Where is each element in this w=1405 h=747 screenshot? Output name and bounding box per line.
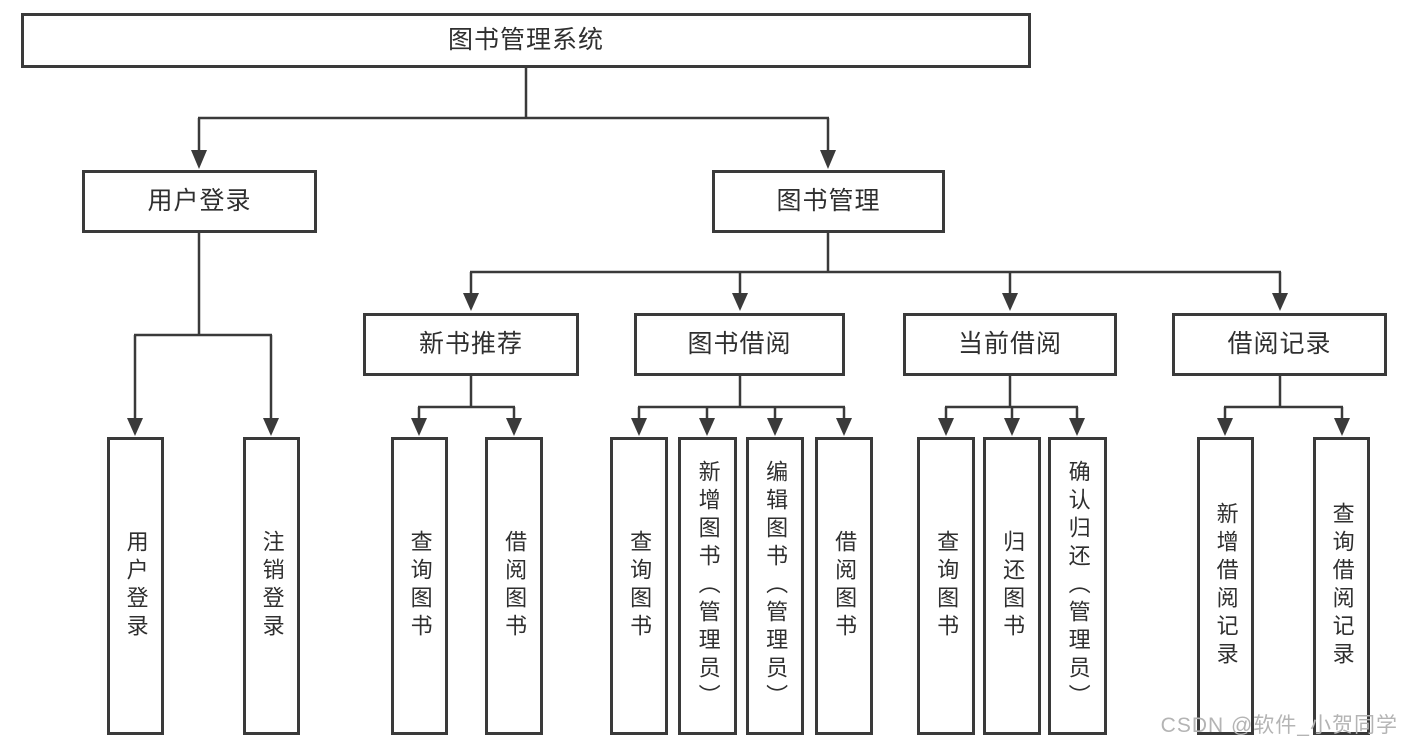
leaf-query-books-recommend: 查询图书 xyxy=(391,437,448,735)
leaf-return-books-label: 归还图书 xyxy=(1000,530,1026,642)
node-root-system: 图书管理系统 xyxy=(21,13,1031,68)
leaf-add-book-admin-label: 新增图书（管理员） xyxy=(695,460,721,712)
leaf-query-books-current-label: 查询图书 xyxy=(934,530,960,642)
node-book-management: 图书管理 xyxy=(712,170,945,233)
leaf-user-login-label: 用户登录 xyxy=(123,530,149,642)
leaf-borrow-books-recommend: 借阅图书 xyxy=(485,437,543,735)
leaf-add-book-admin: 新增图书（管理员） xyxy=(678,437,737,735)
leaf-borrow-books-label: 借阅图书 xyxy=(832,530,858,642)
leaf-edit-book-admin: 编辑图书（管理员） xyxy=(746,437,804,735)
leaf-return-books: 归还图书 xyxy=(983,437,1041,735)
leaf-logout-label: 注销登录 xyxy=(259,530,285,642)
node-user-login: 用户登录 xyxy=(82,170,317,233)
leaf-confirm-return-admin: 确认归还（管理员） xyxy=(1048,437,1107,735)
leaf-query-books-borrow: 查询图书 xyxy=(610,437,668,735)
leaf-borrow-books: 借阅图书 xyxy=(815,437,873,735)
leaf-confirm-return-admin-label: 确认归还（管理员） xyxy=(1065,460,1091,712)
leaf-query-books-recommend-label: 查询图书 xyxy=(407,530,433,642)
leaf-add-borrow-record-label: 新增借阅记录 xyxy=(1213,502,1239,670)
node-new-book-recommend: 新书推荐 xyxy=(363,313,579,376)
node-borrow-records: 借阅记录 xyxy=(1172,313,1387,376)
node-current-borrow: 当前借阅 xyxy=(903,313,1117,376)
leaf-query-borrow-record: 查询借阅记录 xyxy=(1313,437,1370,735)
csdn-watermark: CSDN @软件_小贺同学 xyxy=(1160,714,1398,737)
leaf-borrow-books-recommend-label: 借阅图书 xyxy=(502,530,528,642)
leaf-edit-book-admin-label: 编辑图书（管理员） xyxy=(763,460,789,712)
leaf-logout: 注销登录 xyxy=(243,437,300,735)
leaf-add-borrow-record: 新增借阅记录 xyxy=(1197,437,1254,735)
leaf-query-books-borrow-label: 查询图书 xyxy=(627,530,653,642)
leaf-query-borrow-record-label: 查询借阅记录 xyxy=(1329,502,1355,670)
leaf-query-books-current: 查询图书 xyxy=(917,437,975,735)
node-book-borrow: 图书借阅 xyxy=(634,313,845,376)
leaf-user-login: 用户登录 xyxy=(107,437,164,735)
